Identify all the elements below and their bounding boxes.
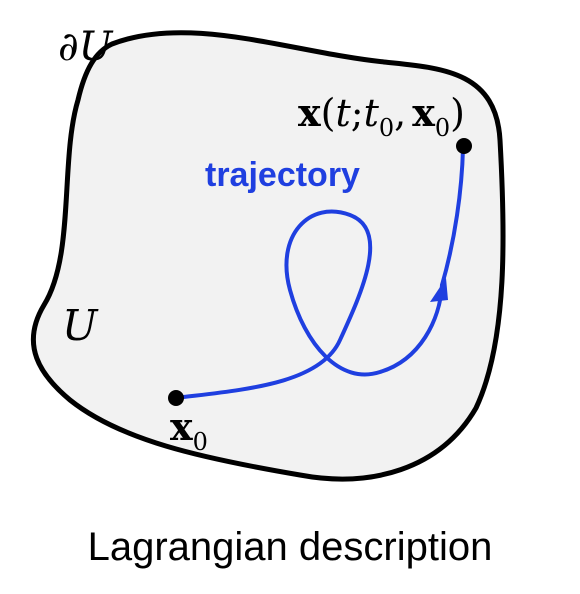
start-point-marker [168,390,184,406]
trajectory-curve [174,209,444,400]
trajectory-label: trajectory [205,156,360,194]
boundary-label: ∂U [58,24,114,70]
trajectory-arrow-icon [430,278,448,302]
domain-label: U [62,301,99,350]
trajectory-curve-end [440,146,465,287]
end-point-marker [456,138,472,154]
start-point-label: x0 [170,404,208,456]
region-U [30,30,506,482]
caption: Lagrangian description [88,525,493,569]
end-point-label: x(t;t0,x0) [298,90,465,142]
